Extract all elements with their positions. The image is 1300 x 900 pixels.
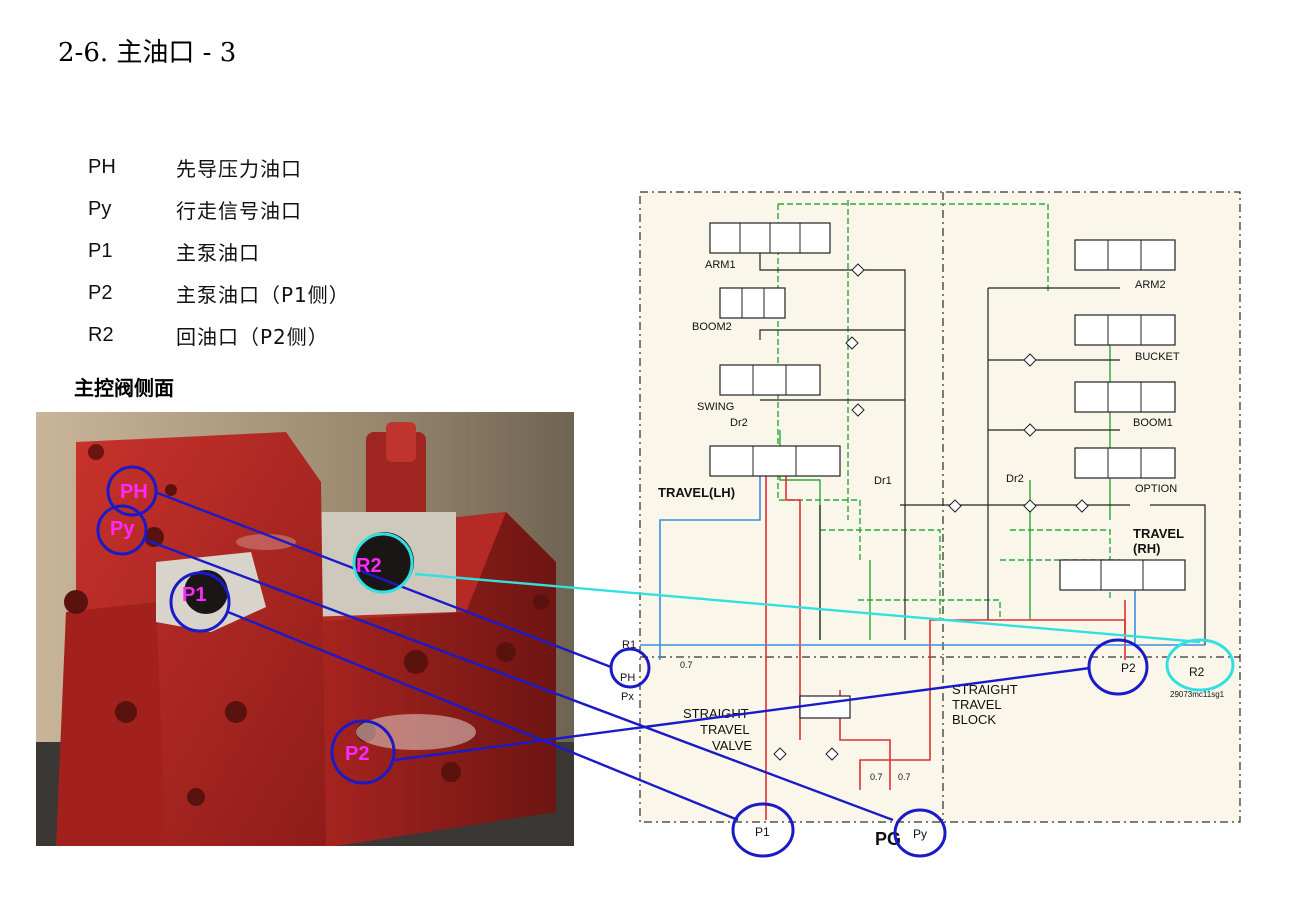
straight-travel-valve-line2: TRAVEL — [700, 722, 750, 737]
port-py: Py — [913, 827, 927, 841]
label-swing: SWING — [697, 401, 734, 413]
page-title: 2-6. 主油口 - 3 — [58, 38, 237, 68]
port-pg: PG — [875, 829, 901, 849]
legend-row-r2: R2 回油口（P2侧） — [88, 314, 350, 356]
valve-photo — [36, 412, 574, 846]
schematic-circle-p2 — [1087, 638, 1149, 696]
valve-travel-rh — [1059, 559, 1186, 591]
port-r2: R2 — [1189, 665, 1205, 679]
schematic-circle-py — [893, 808, 947, 858]
valve-arm2 — [1074, 239, 1176, 271]
port-legend: PH 先导压力油口 Py 行走信号油口 P1 主泵油口 P2 主泵油口（P1侧）… — [88, 146, 350, 356]
straight-travel-valve-line1: STRAIGHT — [683, 706, 749, 721]
legend-code: P1 — [88, 239, 113, 262]
orifice-label: 0.7 — [870, 772, 883, 782]
photo-caption: 主控阀侧面 — [74, 376, 174, 400]
legend-code: PH — [88, 155, 116, 178]
straight-travel-spool — [799, 695, 851, 719]
legend-desc: 先导压力油口 — [176, 156, 302, 181]
schematic-circle-p1 — [731, 802, 795, 858]
port-r1: R1 — [622, 639, 636, 651]
straight-travel-block-line1: STRAIGHT — [952, 682, 1018, 697]
port-ph: PH — [620, 672, 635, 684]
drawing-number: 29073mc11sg1 — [1170, 690, 1225, 699]
legend-row-py: Py 行走信号油口 — [88, 188, 350, 230]
valve-boom1 — [1074, 381, 1176, 413]
port-p1: P1 — [755, 825, 770, 839]
schematic-panel — [640, 192, 1240, 822]
label-dr1: Dr1 — [874, 475, 892, 487]
label-arm1: ARM1 — [705, 259, 736, 271]
port-px: Px — [621, 691, 634, 703]
label-boom2: BOOM2 — [692, 321, 732, 333]
label-bucket: BUCKET — [1135, 351, 1180, 363]
port-p2: P2 — [1121, 661, 1136, 675]
straight-travel-block-line2: TRAVEL — [952, 697, 1002, 712]
label-dr2-mid: Dr2 — [1006, 473, 1024, 485]
legend-row-ph: PH 先导压力油口 — [88, 146, 350, 188]
straight-travel-valve-line3: VALVE — [712, 738, 752, 753]
label-dr2-top: Dr2 — [730, 417, 748, 429]
valve-boom2 — [719, 287, 786, 319]
legend-code: P2 — [88, 281, 113, 304]
legend-desc: 主泵油口 — [176, 240, 260, 265]
legend-row-p1: P1 主泵油口 — [88, 230, 350, 272]
legend-desc: 主泵油口（P1侧） — [176, 282, 350, 307]
valve-arm1 — [709, 222, 831, 254]
valve-bucket — [1074, 314, 1176, 346]
legend-desc: 回油口（P2侧） — [176, 324, 329, 349]
valve-option — [1074, 447, 1176, 479]
legend-desc: 行走信号油口 — [176, 198, 302, 223]
straight-travel-block-line3: BLOCK — [952, 712, 996, 727]
valve-swing — [719, 364, 821, 396]
label-travel-lh: TRAVEL(LH) — [658, 485, 735, 500]
schematic-circle-ph — [609, 647, 651, 689]
orifice-label: 0.7 — [680, 660, 693, 670]
orifice-label: 0.7 — [898, 772, 911, 782]
label-boom1: BOOM1 — [1133, 417, 1173, 429]
legend-code: Py — [88, 197, 112, 220]
label-arm2: ARM2 — [1135, 279, 1166, 291]
legend-code: R2 — [88, 323, 114, 346]
valve-travel-lh — [709, 445, 841, 477]
legend-row-p2: P2 主泵油口（P1侧） — [88, 272, 350, 314]
label-travel-rh-2: (RH) — [1133, 541, 1160, 556]
label-option: OPTION — [1135, 483, 1177, 495]
label-travel-rh-1: TRAVEL — [1133, 526, 1184, 541]
schematic-circle-r2 — [1165, 638, 1235, 692]
